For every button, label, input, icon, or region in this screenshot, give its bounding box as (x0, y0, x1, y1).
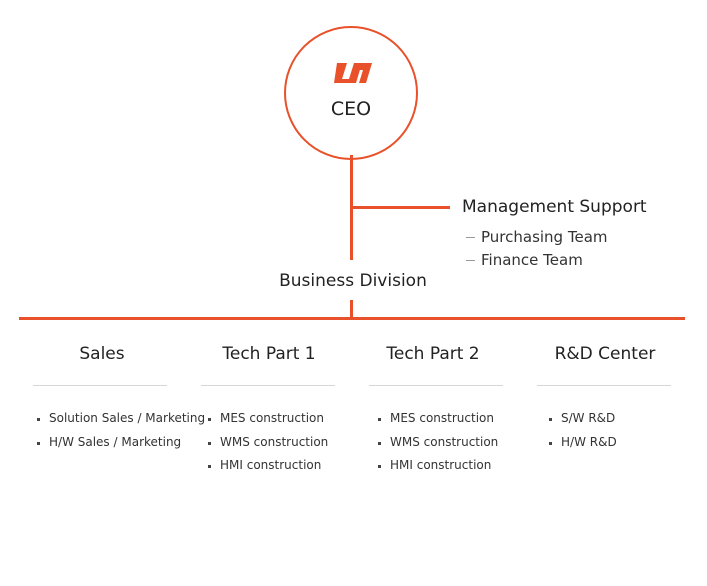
column-list-tech-part-2: MES construction WMS construction HMI co… (378, 411, 498, 482)
list-item: HMI construction (378, 458, 498, 482)
list-item: Solution Sales / Marketing (37, 411, 205, 435)
column-title-rd-center: R&D Center (554, 344, 656, 364)
list-item: MES construction (378, 411, 498, 435)
management-team-item: Purchasing Team (466, 228, 608, 246)
management-team-label: Finance Team (481, 251, 583, 269)
list-item: WMS construction (378, 435, 498, 459)
division-horizontal-line (19, 317, 685, 320)
division-connector-line (350, 300, 353, 318)
business-division-label: Business Division (279, 271, 427, 291)
column-list-sales: Solution Sales / Marketing H/W Sales / M… (37, 411, 205, 458)
list-item: MES construction (208, 411, 328, 435)
list-item: H/W Sales / Marketing (37, 435, 205, 459)
ceo-connector-line (350, 155, 353, 260)
management-connector-line (353, 206, 450, 209)
column-title-sales: Sales (79, 344, 125, 364)
management-support-title: Management Support (462, 197, 647, 217)
list-item: HMI construction (208, 458, 328, 482)
column-list-tech-part-1: MES construction WMS construction HMI co… (208, 411, 328, 482)
dash-icon (466, 237, 475, 238)
list-item: WMS construction (208, 435, 328, 459)
column-title-tech-part-2: Tech Part 2 (386, 344, 480, 364)
list-item: S/W R&D (549, 411, 617, 435)
column-divider (537, 385, 671, 386)
list-item: H/W R&D (549, 435, 617, 459)
ceo-label: CEO (330, 98, 372, 120)
column-divider (201, 385, 335, 386)
dash-icon (466, 260, 475, 261)
company-logo-icon (334, 63, 372, 83)
column-title-tech-part-1: Tech Part 1 (222, 344, 316, 364)
ceo-node (284, 26, 418, 160)
column-list-rd-center: S/W R&D H/W R&D (549, 411, 617, 458)
column-divider (369, 385, 503, 386)
management-team-label: Purchasing Team (481, 228, 608, 246)
column-divider (33, 385, 167, 386)
management-team-item: Finance Team (466, 251, 583, 269)
